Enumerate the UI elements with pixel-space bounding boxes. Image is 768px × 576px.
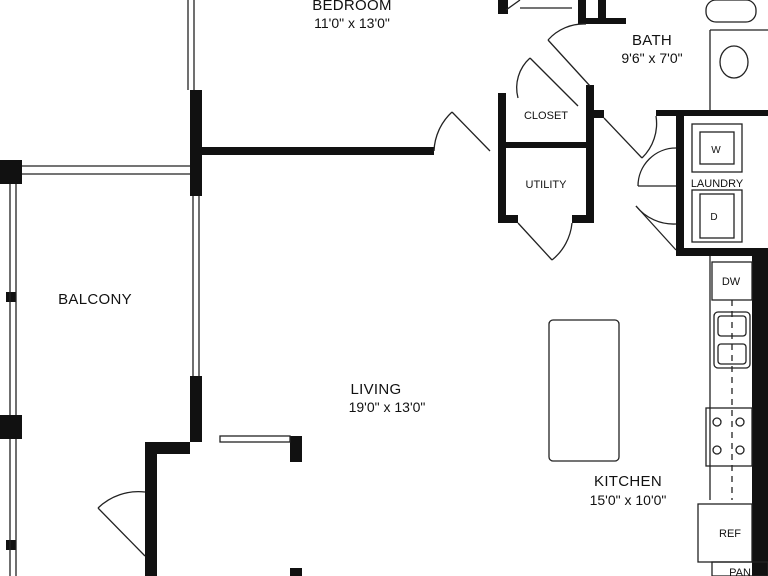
doors	[97, 0, 677, 557]
kitchen-size: 15'0" x 10'0"	[590, 492, 667, 508]
dryer-label: D	[710, 212, 717, 223]
room-labels: BEDROOM 11'0" x 13'0" BATH 9'6" x 7'0" C…	[58, 0, 744, 508]
living-size: 19'0" x 13'0"	[349, 399, 426, 415]
refrigerator-label: REF	[719, 528, 741, 540]
bath-size: 9'6" x 7'0"	[621, 50, 682, 66]
utility-name: UTILITY	[526, 179, 568, 191]
linework	[9, 0, 768, 576]
bedroom-size: 11'0" x 13'0"	[314, 15, 390, 31]
washer-label: W	[711, 145, 721, 156]
closet-name: CLOSET	[524, 110, 568, 122]
laundry-name: LAUNDRY	[691, 178, 744, 190]
living-name: LIVING	[351, 381, 402, 398]
bath-name: BATH	[632, 32, 672, 49]
kitchen-name: KITCHEN	[594, 473, 662, 490]
bedroom-name: BEDROOM	[312, 0, 392, 14]
dishwasher-label: DW	[722, 276, 741, 288]
balcony-name: BALCONY	[58, 291, 132, 308]
fixture-labels: W D DW REF PAN	[710, 145, 751, 576]
pantry-label: PAN	[729, 567, 751, 576]
